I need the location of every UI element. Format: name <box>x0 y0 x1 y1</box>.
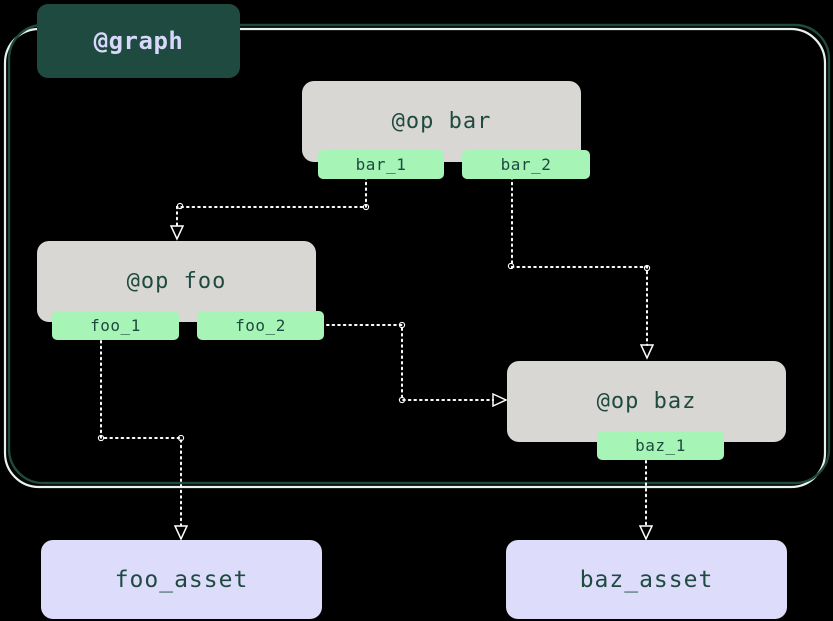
op-title-foo: @op foo <box>126 269 227 294</box>
asset-node-foo-asset[interactable]: foo_asset <box>41 540 322 619</box>
port-label-foo-1: foo_1 <box>90 316 141 335</box>
asset-node-baz-asset[interactable]: baz_asset <box>506 540 787 619</box>
port-foo-2[interactable]: foo_2 <box>197 311 324 340</box>
asset-title-foo-asset: foo_asset <box>114 566 249 593</box>
port-label-foo-2: foo_2 <box>235 316 286 335</box>
graph-label-box[interactable]: @graph <box>37 4 240 78</box>
port-baz-1[interactable]: baz_1 <box>597 431 724 460</box>
edge-foo2-to-baz <box>298 321 508 408</box>
edge-baz1-to-bazasset <box>638 460 654 541</box>
edge-foo1-to-fooasset <box>97 340 189 541</box>
port-label-baz-1: baz_1 <box>635 436 686 455</box>
asset-title-baz-asset: baz_asset <box>579 566 714 593</box>
op-title-baz: @op baz <box>596 389 697 414</box>
port-label-bar-2: bar_2 <box>500 155 552 174</box>
op-title-bar: @op bar <box>391 109 492 134</box>
port-label-bar-1: bar_1 <box>355 155 407 174</box>
op-node-baz[interactable]: @op baz <box>507 361 786 442</box>
op-node-foo[interactable]: @op foo <box>37 241 316 322</box>
port-foo-1[interactable]: foo_1 <box>52 311 179 340</box>
port-bar-2[interactable]: bar_2 <box>462 150 590 179</box>
edge-bar2-to-baz <box>507 165 655 360</box>
graph-label-text: @graph <box>93 27 184 55</box>
port-bar-1[interactable]: bar_1 <box>318 150 444 179</box>
